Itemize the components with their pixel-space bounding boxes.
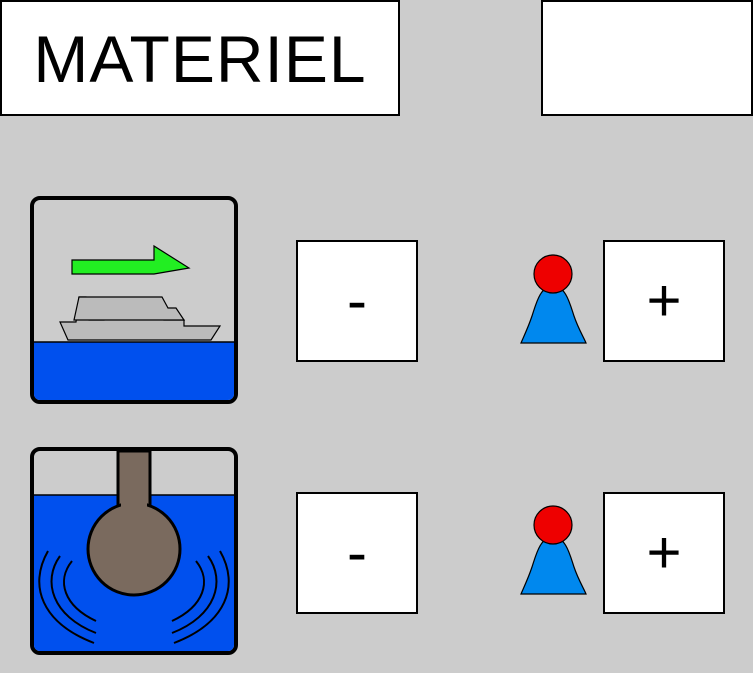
increase-button-row-1[interactable]: +	[603, 240, 725, 362]
player-pawn-icon	[520, 254, 587, 344]
ship-superstructure	[73, 296, 186, 321]
decrease-label: -	[347, 267, 367, 334]
title-box: MATERIEL	[0, 0, 400, 116]
water	[34, 342, 234, 400]
increase-button-row-2[interactable]: +	[603, 492, 725, 614]
ship-sailing-icon	[34, 244, 234, 400]
anchor-tile	[30, 447, 238, 655]
increase-label: +	[646, 519, 682, 586]
increase-label: +	[646, 267, 682, 334]
decrease-label: -	[347, 519, 367, 586]
ship-tile	[30, 196, 238, 404]
anchor-buoy-icon	[34, 451, 234, 651]
decrease-button-row-2[interactable]: -	[296, 492, 418, 614]
page-title: MATERIEL	[33, 22, 367, 96]
blank-display-box	[541, 0, 753, 116]
player-pawn-icon	[520, 505, 587, 595]
decrease-button-row-1[interactable]: -	[296, 240, 418, 362]
direction-arrow-icon	[71, 244, 191, 275]
